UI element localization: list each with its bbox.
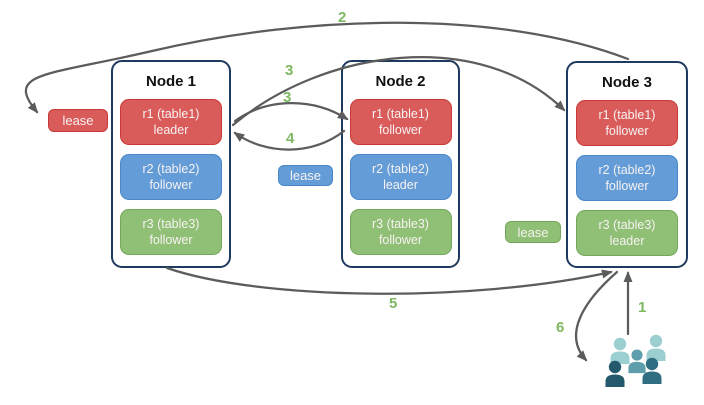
lease-badge-r3: lease <box>505 221 561 243</box>
replica-role: follower <box>378 233 423 247</box>
node-3-replica-r3: r3 (table3) leader <box>576 210 678 256</box>
flow-step-4-label: 4 <box>286 130 295 147</box>
users-icon <box>605 334 666 387</box>
arrow-step-5 <box>165 266 613 295</box>
node-1-replica-r3: r3 (table3) follower <box>120 209 222 255</box>
node-2-replica-r1: r1 (table1) follower <box>349 99 452 145</box>
node-2-replica-r3: r3 (table3) follower <box>349 209 452 255</box>
replica-role: leader <box>609 234 645 248</box>
node-1-box: Node 1 r1 (table1) leader r2 (table2) fo… <box>111 60 231 268</box>
node-1-replica-r1: r1 (table1) leader <box>120 99 222 145</box>
node-3-replica-r2: r2 (table2) follower <box>576 155 678 201</box>
replica-role: follower <box>605 124 649 138</box>
replica-role: follower <box>149 178 193 192</box>
flow-step-2-label: 2 <box>338 9 347 26</box>
arrow-step-3-to-node2 <box>233 102 349 123</box>
flow-step-6-label: 6 <box>556 319 565 336</box>
replica-range: r1 (table1) <box>372 107 429 121</box>
replica-role: follower <box>605 179 649 193</box>
flow-step-3b-label: 3 <box>283 89 292 106</box>
replica-range: r1 (table1) <box>142 107 200 121</box>
arrow-step-6 <box>574 270 619 362</box>
node-3-title: Node 3 <box>601 74 652 91</box>
node-1-replica-r2: r2 (table2) follower <box>120 154 222 200</box>
node-1-title: Node 1 <box>145 73 196 90</box>
flow-step-3a-label: 3 <box>285 62 294 79</box>
replica-range: r1 (table1) <box>598 108 656 122</box>
flow-step-1-label: 1 <box>638 299 647 316</box>
replica-role: leader <box>383 178 418 192</box>
replica-role: follower <box>149 233 193 247</box>
node-2-replica-r2: r2 (table2) leader <box>349 154 452 200</box>
replica-range: r2 (table2) <box>142 162 200 176</box>
node-3-replica-r1: r1 (table1) follower <box>576 100 678 146</box>
node-2-title: Node 2 <box>375 73 426 90</box>
replica-role: follower <box>378 123 423 137</box>
node-3-box: Node 3 r1 (table1) follower r2 (table2) … <box>566 61 688 268</box>
node-2-box: Node 2 r1 (table1) follower r2 (table2) … <box>341 60 460 268</box>
replica-range: r3 (table3) <box>142 217 200 231</box>
replica-range: r2 (table2) <box>598 163 656 177</box>
lease-badge-r1: lease <box>48 109 108 132</box>
replica-range: r3 (table3) <box>598 218 656 232</box>
replica-range: r3 (table3) <box>372 217 429 231</box>
lease-badge-r2: lease <box>278 165 333 186</box>
replica-range: r2 (table2) <box>372 162 429 176</box>
flow-step-5-label: 5 <box>389 295 398 312</box>
replica-role: leader <box>153 123 189 137</box>
